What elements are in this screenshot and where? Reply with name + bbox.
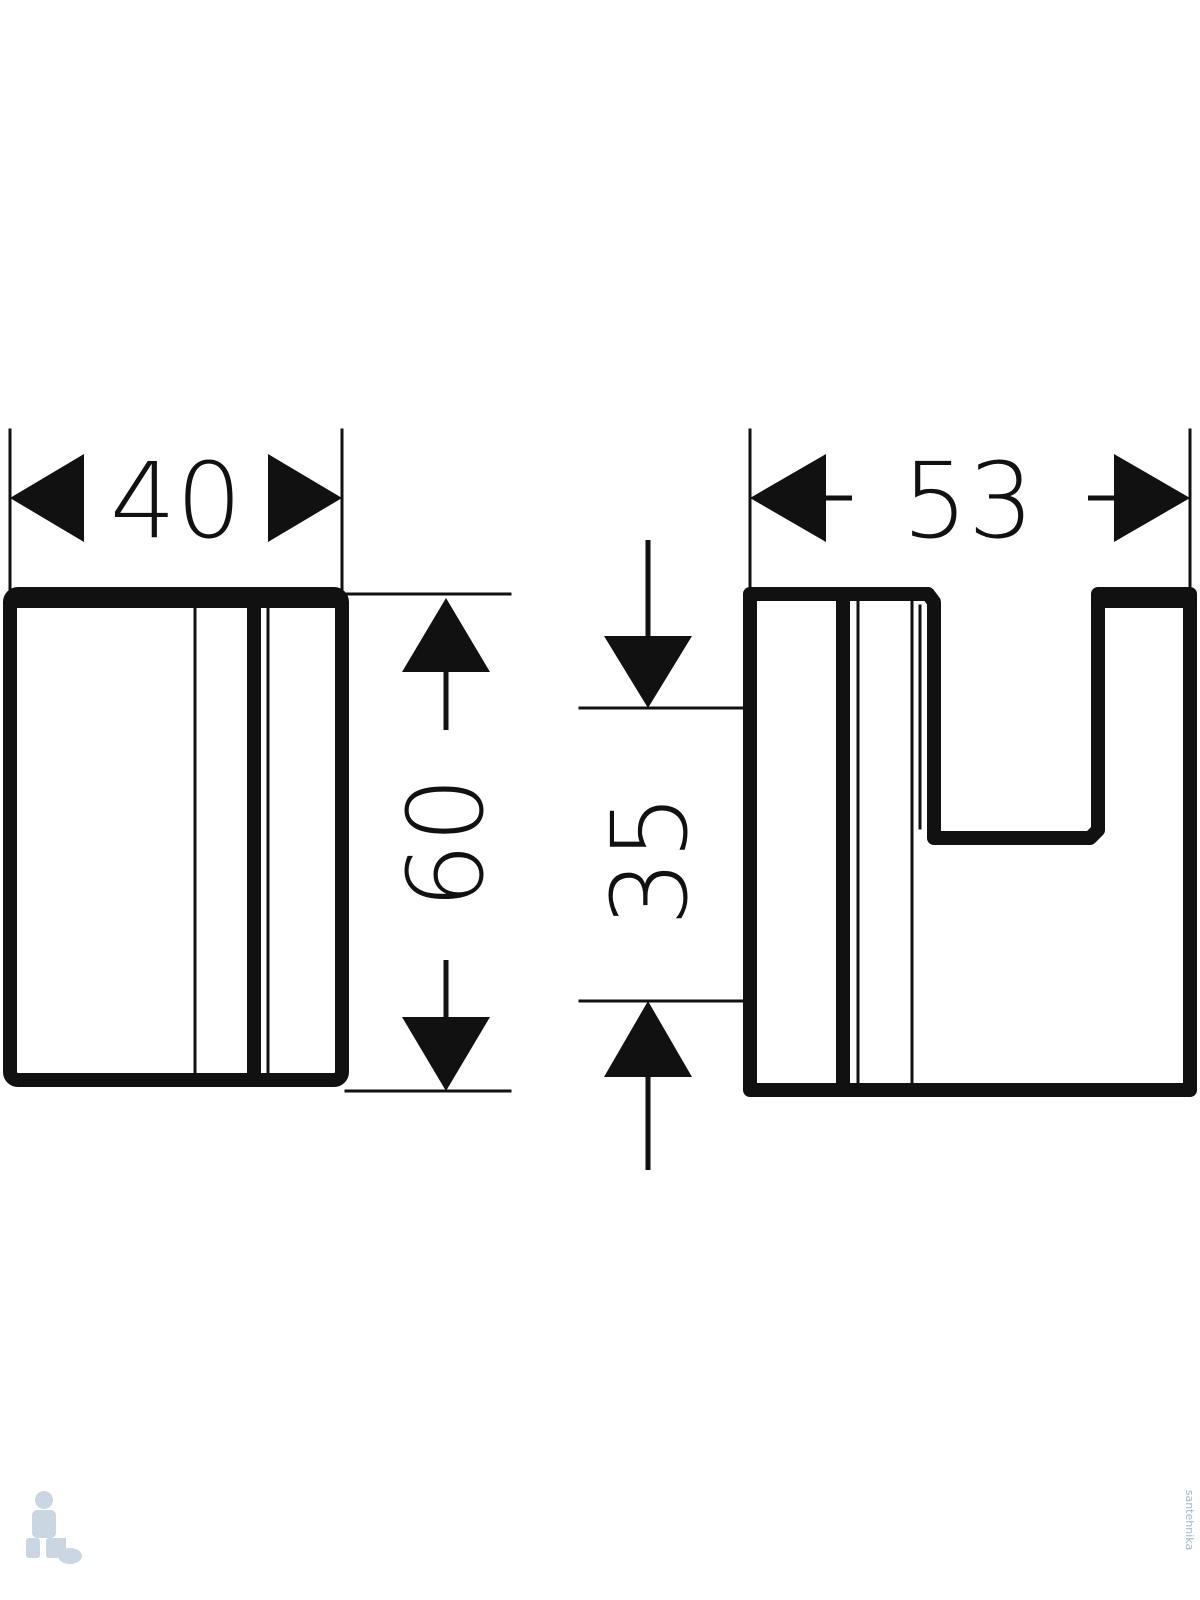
plumber-mascot-icon [26, 1491, 82, 1564]
height-dimension: 60 [344, 592, 512, 1093]
depth-value: 53 [902, 440, 1034, 562]
arrow-right [268, 454, 342, 542]
arrow-left [10, 454, 84, 542]
hook-value: 35 [589, 794, 711, 926]
side-view: 53 35 [578, 428, 1197, 1170]
front-body [3, 587, 349, 1087]
width-value: 40 [110, 440, 242, 562]
side-outline [743, 587, 1197, 1097]
watermark: santehnika [26, 1490, 1196, 1564]
arrow-up [604, 1001, 692, 1077]
side-body [743, 587, 1197, 1097]
watermark-text: santehnika [1183, 1490, 1196, 1550]
arrow-down [604, 636, 692, 708]
depth-dimension: 53 [748, 428, 1192, 594]
height-value: 60 [385, 777, 507, 909]
arrow-left [750, 454, 826, 542]
arrow-down [402, 1017, 490, 1091]
width-dimension: 40 [8, 428, 344, 594]
front-view: 40 60 [3, 428, 512, 1093]
hook-dimension: 35 [578, 540, 746, 1170]
arrow-right [1114, 454, 1190, 542]
front-outline [3, 587, 349, 1087]
arrow-up [402, 598, 490, 672]
